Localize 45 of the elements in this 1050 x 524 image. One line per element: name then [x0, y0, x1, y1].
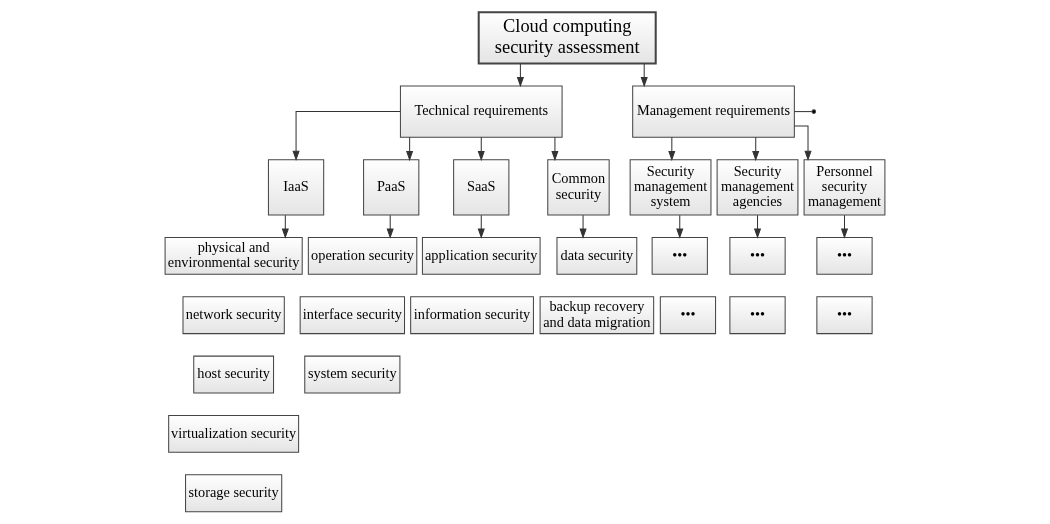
arrow	[579, 214, 587, 239]
node-box: application security	[421, 236, 541, 275]
node-box: network security	[182, 296, 285, 335]
node-box: •••	[729, 236, 786, 275]
node-box: Cloud computing security assessment	[477, 11, 657, 65]
arrow	[406, 136, 414, 162]
node-box: virtualization security	[168, 414, 300, 453]
arrow	[281, 214, 289, 239]
node-box: PaaS	[363, 159, 420, 216]
arrow	[840, 214, 849, 239]
node-box: host security	[193, 355, 275, 394]
node-box: IaaS	[267, 159, 325, 216]
arrow	[753, 214, 762, 239]
node-box: interface security	[299, 296, 406, 335]
arrow	[752, 136, 760, 162]
arrow	[640, 63, 648, 88]
node-box: •••	[659, 296, 717, 335]
node-box: information security	[410, 296, 534, 335]
node-box: •••	[816, 236, 873, 275]
arrow	[477, 136, 485, 162]
node-box: system security	[304, 355, 401, 394]
node-box: Personnel security management	[803, 159, 886, 216]
node-box: storage security	[185, 474, 283, 513]
arrow	[386, 214, 394, 239]
node-box: Security management agencies	[716, 159, 799, 216]
arrow	[793, 125, 812, 162]
arrow	[551, 136, 559, 162]
connector	[793, 111, 813, 113]
arrow	[516, 63, 524, 88]
arrow	[292, 111, 401, 162]
node-box: backup recovery and data migration	[539, 296, 655, 335]
node-box: •••	[651, 236, 708, 275]
node-box: data security	[556, 236, 638, 275]
node-box: Technical requirements	[399, 85, 563, 138]
node-box: SaaS	[453, 159, 510, 216]
node-box: physical and environmental security	[164, 236, 303, 275]
node-box: Security management system	[629, 159, 712, 216]
node-box: operation security	[307, 236, 418, 275]
arrow	[676, 214, 684, 239]
node-box: Common security	[547, 159, 610, 216]
node-box: •••	[816, 296, 873, 335]
arrow	[668, 136, 676, 162]
node-box: •••	[729, 296, 786, 335]
node-box: Management requirements	[632, 85, 795, 138]
arrow	[477, 214, 485, 239]
